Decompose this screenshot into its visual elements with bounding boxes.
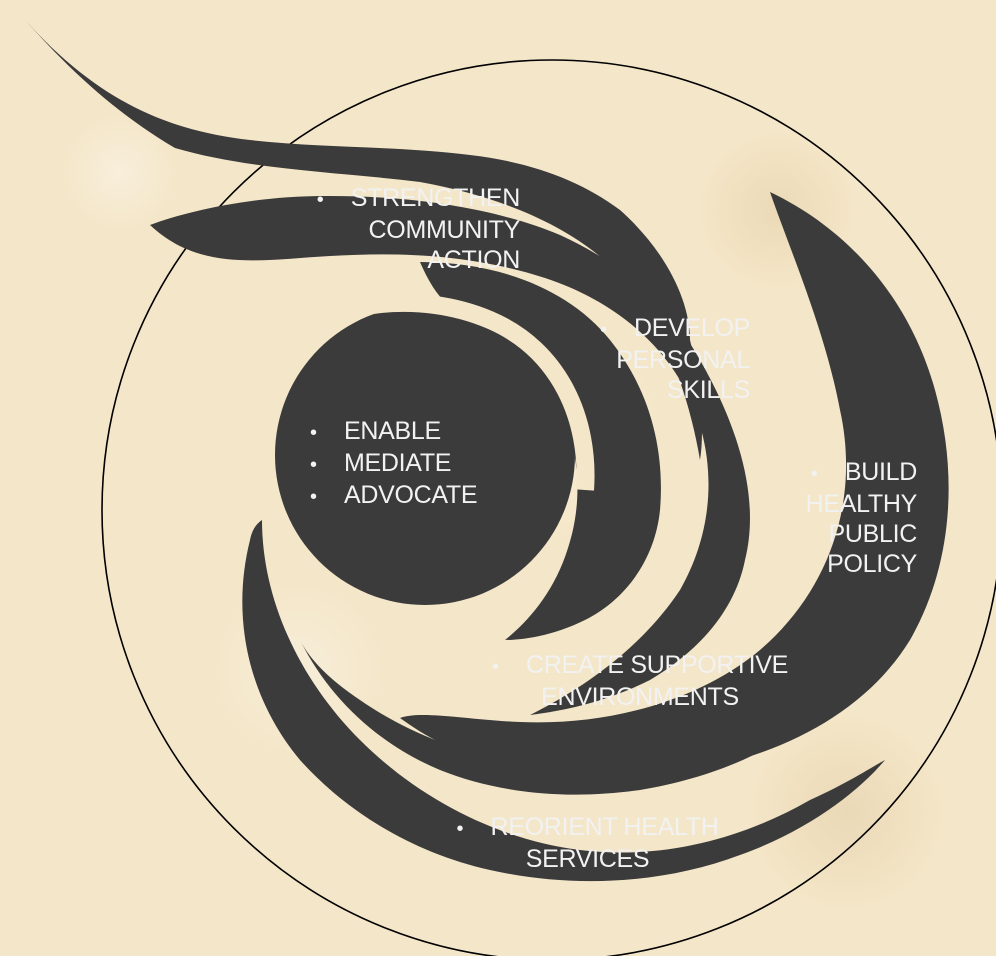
bullet-icon: •	[310, 454, 317, 476]
inner-circle	[275, 305, 575, 605]
build-healthy-public-policy-label: •BUILD HEALTHY PUBLIC POLICY	[805, 458, 918, 578]
create-supportive-environments-label: •CREATE SUPPORTIVE ENVIRONMENTS	[491, 651, 789, 711]
develop-personal-skills-label: •DEVELOP PERSONAL SKILLS	[599, 314, 750, 404]
strengthen-community-action-label: •STRENGTHEN COMMUNITY ACTION	[316, 184, 521, 274]
swirl-band-reorient	[242, 520, 885, 882]
bullet-icon: •	[310, 422, 317, 444]
swirl-band-develop	[420, 262, 661, 640]
bullet-icon: •	[456, 818, 464, 840]
enable-mediate-advocate-label: •ENABLE •MEDIATE •ADVOCATE	[310, 416, 530, 512]
outer-circle	[101, 59, 996, 956]
swirl-band-top	[150, 195, 750, 715]
reorient-health-services-label: •REORIENT HEALTH SERVICES	[456, 813, 719, 873]
bullet-icon: •	[599, 319, 607, 341]
bullet-icon: •	[491, 656, 499, 678]
swirl-band-create	[300, 640, 780, 795]
bullet-icon: •	[810, 463, 818, 485]
gap-arc-inner	[273, 293, 595, 491]
swirl-band-build	[400, 192, 949, 777]
bullet-icon: •	[316, 189, 324, 211]
bullet-icon: •	[310, 486, 317, 508]
